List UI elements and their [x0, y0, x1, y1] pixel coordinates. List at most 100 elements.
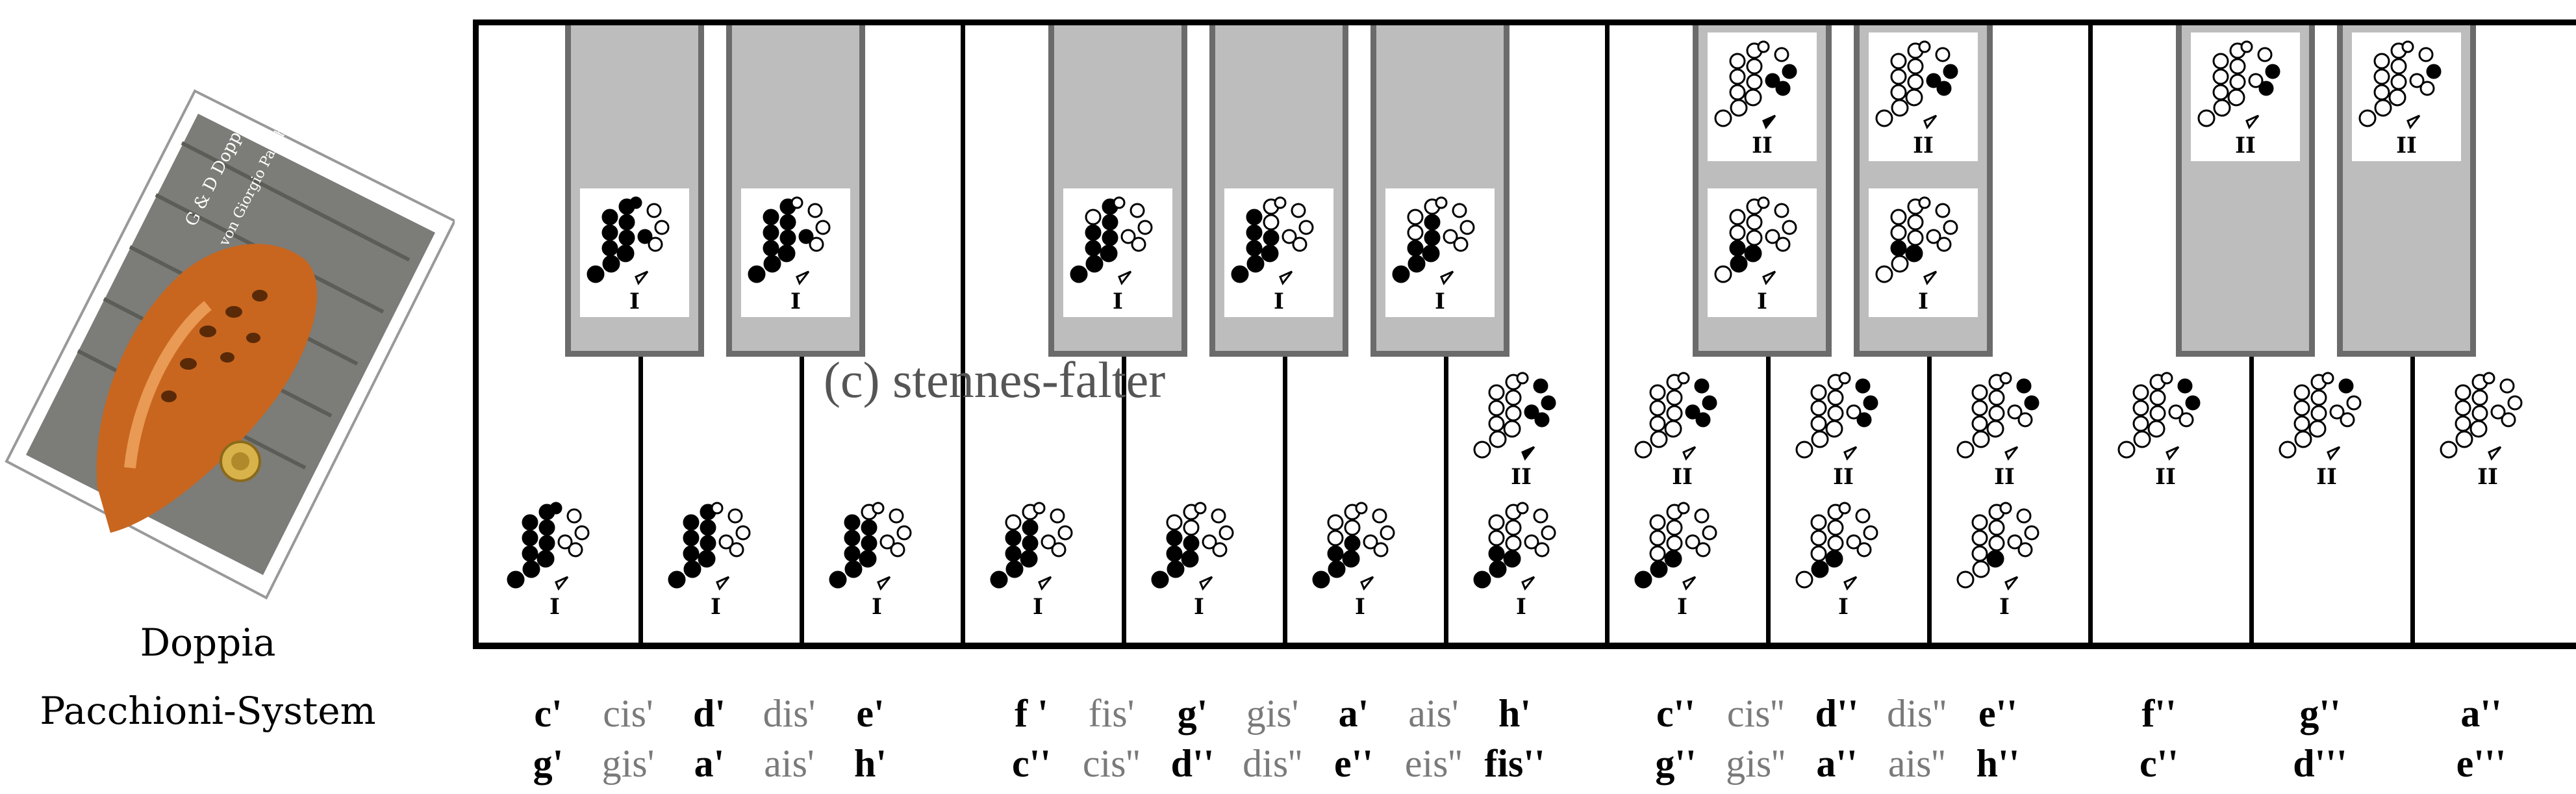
open-hole — [2147, 420, 2166, 438]
grip-diagram — [1956, 372, 2039, 461]
grip-register: I — [872, 594, 882, 620]
grip-register: I — [711, 594, 721, 620]
closed-hole — [1246, 255, 1265, 273]
closed-hole — [616, 244, 635, 263]
grip-register: I — [1757, 288, 1767, 314]
grip-diagram — [990, 502, 1073, 591]
closed-hole — [538, 519, 555, 536]
open-hole — [1503, 420, 1521, 438]
grip-diagram — [2358, 40, 2442, 129]
open-hole — [1702, 525, 1717, 541]
closed-hole — [698, 550, 716, 568]
closed-hole — [1936, 81, 1952, 96]
open-hole — [1825, 420, 1843, 438]
closed-hole — [1342, 550, 1360, 568]
grip-register: I — [1435, 288, 1445, 314]
open-hole — [1936, 237, 1952, 252]
open-hole — [1971, 545, 1988, 562]
thumb-hole-icon — [1682, 576, 1697, 591]
closed-hole — [618, 214, 635, 231]
grip-register: II — [1994, 464, 2015, 490]
grip-card-lower: I — [1467, 494, 1576, 622]
grip-card-lower: I — [1950, 494, 2059, 622]
closed-hole — [618, 229, 635, 246]
open-hole — [1782, 220, 1797, 235]
grip-register: II — [1752, 133, 1773, 159]
open-hole — [566, 508, 582, 524]
keyboard-frame-top — [473, 19, 2576, 25]
open-hole — [1972, 430, 1990, 448]
open-hole — [1166, 514, 1183, 531]
open-hole — [2409, 73, 2425, 88]
open-hole — [1685, 534, 1700, 550]
open-hole — [1327, 514, 1344, 531]
note-label-upper: c'' — [1656, 692, 1695, 735]
open-hole — [2229, 73, 2246, 90]
open-hole — [1677, 502, 1690, 515]
closed-hole — [1811, 560, 1829, 578]
open-hole — [2212, 68, 2229, 85]
grip-diagram — [1714, 196, 1797, 285]
grip-card-black-upper: II — [2352, 32, 2461, 161]
open-hole — [1875, 109, 1893, 127]
open-hole — [1372, 508, 1387, 524]
grip-diagram — [1070, 196, 1153, 285]
closed-hole — [1424, 214, 1441, 231]
open-hole — [1999, 372, 2012, 385]
closed-hole — [1926, 73, 1941, 88]
open-hole — [1890, 84, 1907, 101]
open-hole — [1746, 73, 1763, 90]
closed-hole — [602, 255, 620, 273]
closed-hole — [1524, 404, 1539, 420]
closed-hole — [522, 545, 538, 562]
closed-hole — [683, 560, 701, 578]
open-hole — [872, 502, 885, 515]
open-hole — [1714, 265, 1732, 283]
thumb-hole-icon — [555, 576, 569, 591]
open-hole — [1219, 525, 1234, 541]
open-hole — [1890, 224, 1907, 241]
open-hole — [2374, 99, 2392, 117]
open-hole — [1057, 525, 1073, 541]
note-label-sharp-lower: gis'' — [1726, 742, 1786, 785]
open-hole — [1827, 535, 1844, 552]
closed-hole — [1650, 560, 1668, 578]
grip-card-lower: I — [1144, 494, 1254, 622]
open-hole — [1452, 203, 1467, 218]
open-hole — [1810, 415, 1827, 432]
copyright: (c) stennes-falter — [824, 352, 1166, 408]
closed-hole — [1020, 550, 1038, 568]
closed-hole — [1181, 550, 1199, 568]
closed-hole — [763, 224, 779, 241]
closed-hole — [2265, 64, 2280, 79]
thumb-hole-icon — [2406, 114, 2421, 129]
thumb-hole-icon — [2327, 446, 2341, 461]
open-hole — [1202, 534, 1217, 550]
open-hole — [1935, 203, 1951, 218]
open-hole — [807, 203, 823, 218]
closed-hole — [1167, 560, 1185, 578]
open-hole — [1505, 389, 1522, 406]
closed-hole — [859, 550, 877, 568]
open-hole — [2507, 395, 2523, 411]
closed-hole — [1166, 545, 1183, 562]
note-label-lower: g' — [533, 742, 564, 785]
open-hole — [2017, 542, 2033, 557]
grip-card-lower: I — [822, 494, 931, 622]
grip-register: I — [1999, 594, 2010, 620]
open-hole — [1327, 530, 1344, 546]
open-hole — [2358, 109, 2377, 127]
grip-register: II — [2396, 133, 2417, 159]
open-hole — [2007, 534, 2023, 550]
grip-diagram — [1312, 502, 1395, 591]
open-hole — [1757, 196, 1770, 209]
open-hole — [1855, 508, 1871, 524]
open-hole — [1810, 545, 1827, 562]
open-hole — [1211, 508, 1226, 524]
closed-hole — [601, 224, 618, 241]
closed-hole — [2185, 395, 2201, 411]
open-hole — [1827, 519, 1844, 536]
note-label-sharp-lower: ais' — [764, 742, 814, 785]
open-hole — [2373, 84, 2390, 101]
open-hole — [790, 196, 803, 209]
